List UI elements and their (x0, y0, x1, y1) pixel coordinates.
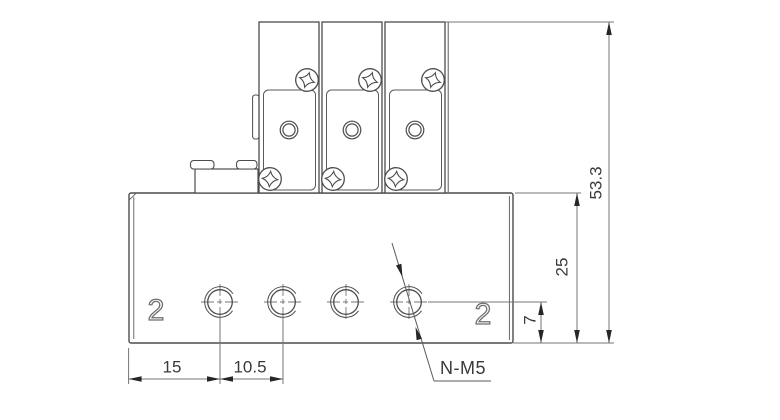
thread-callout-leader (391, 242, 491, 382)
port-2-label-right: 2 (474, 298, 492, 331)
plate-screw-tab (235, 159, 258, 170)
valve-station-2 (321, 22, 384, 193)
extension-lines (128, 21, 614, 384)
dim-port-center-to-bottom: 7 (520, 315, 540, 325)
valve-clip-tab (252, 94, 260, 140)
dim-port-pitch: 10.5 (233, 357, 267, 377)
dim-total-height: 53.3 (586, 166, 606, 200)
dimension-arrows (128, 22, 612, 382)
plate-screw-tab (189, 159, 215, 170)
thread-callout-label: N-M5 (440, 358, 486, 378)
end-plate (189, 159, 259, 194)
port-2-label-left: 2 (147, 294, 165, 327)
dim-edge-to-first-port: 15 (162, 357, 182, 377)
dim-base-height: 25 (552, 257, 572, 277)
manifold-base (128, 192, 514, 344)
valve-station-3 (384, 22, 447, 193)
valve-station-1 (258, 22, 321, 193)
